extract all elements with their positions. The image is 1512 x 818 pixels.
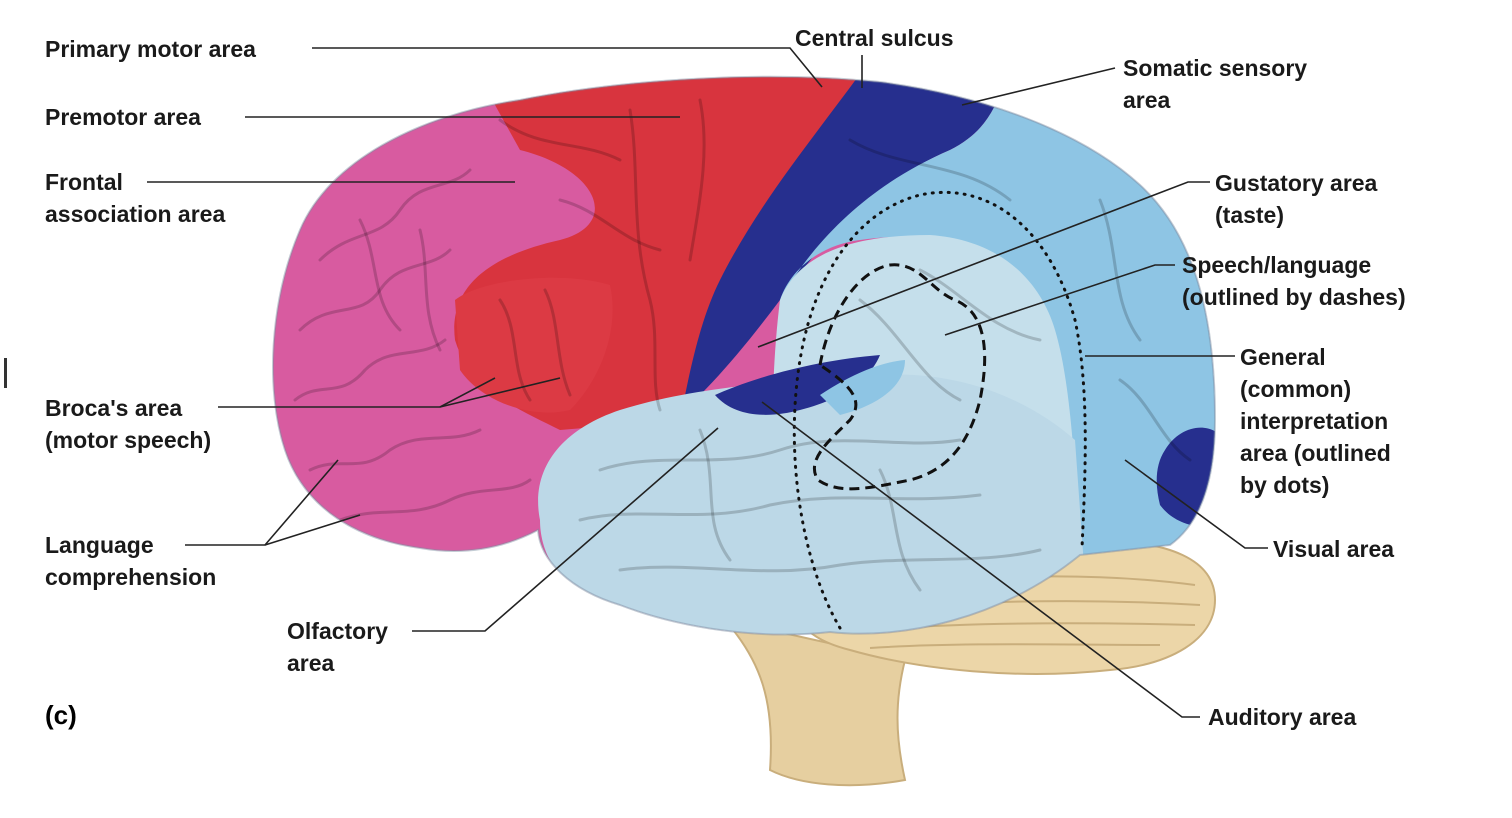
panel-label: (c) bbox=[45, 700, 77, 730]
interpretation-dotted-outline bbox=[792, 190, 1087, 630]
interpretation-region bbox=[780, 76, 1215, 635]
label-line: area (outlined bbox=[1240, 440, 1391, 466]
label-somatic-sensory-area: Somatic sensory area bbox=[1123, 52, 1307, 116]
label-line: association area bbox=[45, 201, 226, 227]
label-line: (outlined by dashes) bbox=[1182, 284, 1406, 310]
label-line: Language bbox=[45, 532, 154, 558]
label-auditory-area: Auditory area bbox=[1208, 704, 1357, 730]
label-line: (taste) bbox=[1215, 202, 1285, 228]
label-speech-language: Speech/language (outlined by dashes) bbox=[1182, 249, 1406, 313]
label-language-comprehension: Language comprehension bbox=[45, 529, 216, 593]
label-general-interpretation-area: General (common) interpretation area (ou… bbox=[1240, 341, 1391, 501]
speech-dashed-outline bbox=[812, 263, 987, 491]
label-gustatory-area: Gustatory area (taste) bbox=[1215, 167, 1377, 231]
temporal-lobe bbox=[538, 374, 1085, 635]
label-olfactory-area: Olfactory area bbox=[287, 615, 388, 679]
label-line: Speech/language bbox=[1182, 252, 1372, 278]
label-central-sulcus: Central sulcus bbox=[795, 25, 954, 51]
label-line: (common) bbox=[1240, 376, 1352, 402]
label-line: Broca's area bbox=[45, 395, 183, 421]
label-line: interpretation bbox=[1240, 408, 1389, 434]
label-brocas-area: Broca's area (motor speech) bbox=[45, 392, 211, 456]
label-line: Gustatory area bbox=[1215, 170, 1378, 196]
edge-marker bbox=[4, 358, 7, 388]
label-line: Somatic sensory bbox=[1123, 55, 1308, 81]
label-line: General bbox=[1240, 344, 1326, 370]
brainstem bbox=[722, 618, 907, 787]
label-line: by dots) bbox=[1240, 472, 1330, 498]
leader-lines bbox=[147, 47, 1268, 718]
label-line: comprehension bbox=[45, 564, 217, 590]
label-premotor-area: Premotor area bbox=[45, 104, 201, 130]
label-line: area bbox=[287, 650, 335, 676]
label-line: Olfactory bbox=[287, 618, 388, 644]
label-line: area bbox=[1123, 87, 1171, 113]
label-primary-motor-area: Primary motor area bbox=[45, 36, 256, 62]
somatic-sensory-region bbox=[680, 76, 1010, 420]
label-frontal-association-area: Frontal association area bbox=[45, 166, 225, 230]
brain-outline bbox=[272, 75, 1217, 636]
label-line: (motor speech) bbox=[45, 427, 212, 453]
auditory-region bbox=[715, 355, 880, 415]
label-visual-area: Visual area bbox=[1273, 536, 1395, 562]
label-line: Frontal bbox=[45, 169, 123, 195]
